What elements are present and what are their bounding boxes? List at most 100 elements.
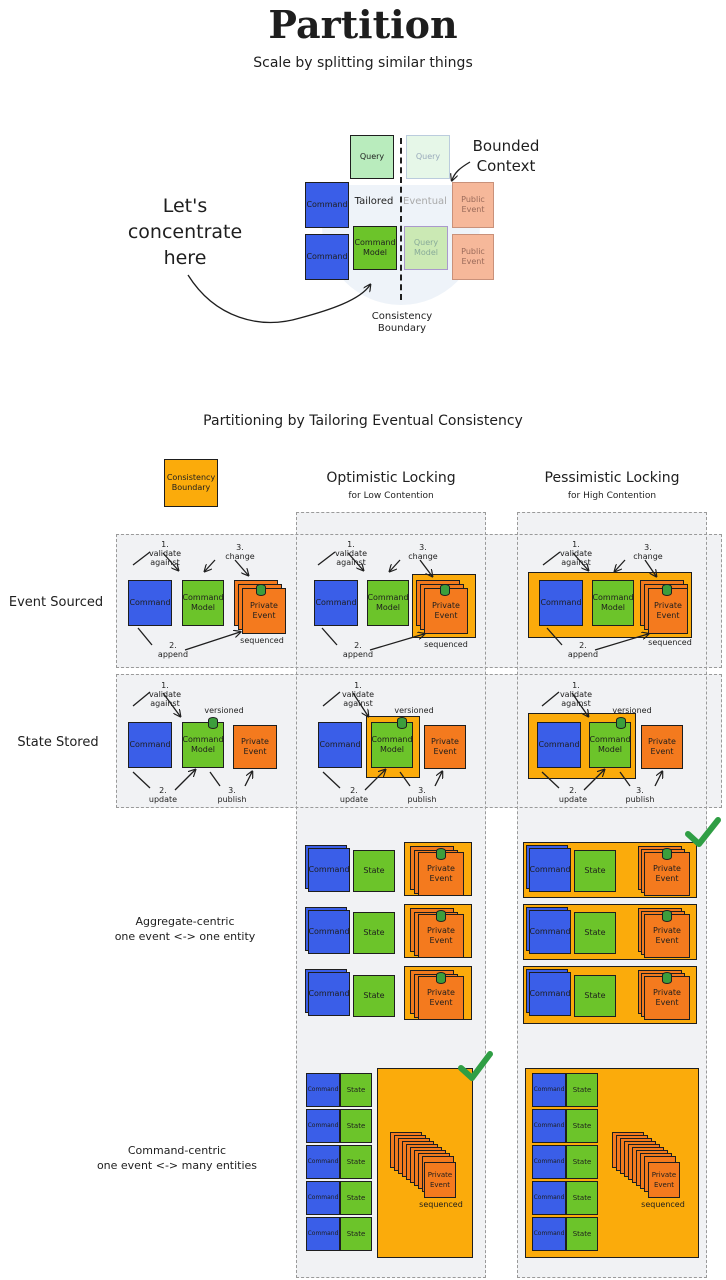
ag1-command-3: Command [308,972,350,1016]
bounded-context-label: Bounded Context [472,137,540,175]
ag1-private-event-3: Private Event [418,976,464,1020]
ag1-state-1: State [353,850,395,892]
ag1-command-2: Command [308,910,350,954]
ss3-command: Command [537,722,581,768]
cc2-command-4: Command [532,1181,566,1215]
ag2-state-1: State [574,850,616,892]
ss2-database-icon [397,717,407,729]
ss3-private-event: Private Event [641,725,683,769]
consistency-boundary-divider [400,138,402,300]
ss2-private-event: Private Event [424,725,466,769]
public-event-box: Public Event [452,182,494,228]
cc2-command-2: Command [532,1109,566,1143]
es2-append-label: 2. append [342,641,374,659]
intro-bounded-arrow [452,161,471,180]
ss1-private-event: Private Event [233,725,277,769]
ag2-state-3: State [574,975,616,1017]
ag1-state-2: State [353,912,395,954]
es1-append-label: 2. append [157,641,189,659]
page-title: Partition [268,2,458,47]
cc2-private-event: Private Event [648,1162,680,1198]
cc1-command-2: Command [306,1109,340,1143]
ag1-database-icon-1 [436,848,446,860]
ss2-versioned-label: versioned [394,706,434,715]
intro-curve-arrow [187,274,370,324]
ss1-validate-label: 1. validate against [148,681,182,708]
ag2-database-icon-1 [662,848,672,860]
es3-command: Command [539,580,583,626]
command-box: Command [305,182,349,228]
row-label-state-stored: State Stored [17,735,99,750]
command-box-2: Command [305,234,349,280]
ag2-database-icon-2 [662,910,672,922]
legend-consistency-boundary: Consistency Boundary [164,459,218,507]
optimistic-title: Optimistic Locking [326,470,456,486]
row-label-event-sourced: Event Sourced [8,595,104,610]
ag2-command-1: Command [529,848,571,892]
es1-change-label: 3. change [225,543,255,561]
es1-command-model: Command Model [182,580,224,626]
row-frame-state-stored [116,674,722,808]
ag2-command-3: Command [529,972,571,1016]
es2-change-label: 3. change [408,543,438,561]
cc1-state-2: State [340,1109,372,1143]
command-model-box: Command Model [353,226,397,270]
ss2-command-model: Command Model [371,722,413,768]
es2-command-model: Command Model [367,580,409,626]
cc1-command-5: Command [306,1217,340,1251]
cc2-state-5: State [566,1217,598,1251]
ss3-database-icon [616,717,626,729]
ag2-database-icon-3 [662,972,672,984]
es3-validate-label: 1. validate against [559,540,593,567]
ag2-state-2: State [574,912,616,954]
cc1-sequenced-label: sequenced [419,1200,463,1209]
es3-append-label: 2. append [567,641,599,659]
ag1-command-1: Command [308,848,350,892]
row-frame-event-sourced [116,534,722,668]
es3-database-icon [662,584,672,596]
es1-validate-label: 1. validate against [148,540,182,567]
page-subtitle: Scale by splitting similar things [253,55,473,71]
eventual-label: Eventual [403,196,447,207]
ss1-command: Command [128,722,172,768]
optimistic-subtitle: for Low Contention [348,491,434,501]
query-model-box: Query Model [404,226,448,270]
cc1-private-event: Private Event [424,1162,456,1198]
cc2-state-3: State [566,1145,598,1179]
cc1-command-4: Command [306,1181,340,1215]
row-label-aggregate-centric: Aggregate-centric one event <-> one enti… [114,915,256,943]
ag2-command-2: Command [529,910,571,954]
tailored-label: Tailored [354,196,394,207]
ss3-update-label: 2. update [558,786,588,804]
ss3-versioned-label: versioned [612,706,652,715]
pessimistic-subtitle: for High Contention [567,491,657,501]
check-icon-aggregate-pessimistic [685,817,721,847]
query-faded-box: Query [406,135,450,179]
ss3-validate-label: 1. validate against [559,681,593,708]
cc2-state-2: State [566,1109,598,1143]
es2-validate-label: 1. validate against [334,540,368,567]
pessimistic-title: Pessimistic Locking [544,470,680,486]
es1-database-icon [256,584,266,596]
column-pessimistic-frame [517,512,707,1278]
ss1-update-label: 2. update [148,786,178,804]
ss1-command-model: Command Model [182,722,224,768]
cc1-state-3: State [340,1145,372,1179]
column-optimistic-frame [296,512,486,1278]
ss3-command-model: Command Model [589,722,631,768]
es3-sequenced-label: sequenced [648,638,692,647]
ss3-publish-label: 3. publish [625,786,655,804]
es1-sequenced-label: sequenced [240,636,284,645]
ss1-versioned-label: versioned [204,706,244,715]
check-icon-command-optimistic [458,1051,493,1081]
row-label-command-centric: Command-centric one event <-> many entit… [96,1144,258,1172]
ss2-validate-label: 1. validate against [341,681,375,708]
cc1-command-1: Command [306,1073,340,1107]
lets-concentrate-label: Let's concentrate here [127,195,243,269]
ss1-publish-label: 3. publish [217,786,247,804]
es3-change-label: 3. change [633,543,663,561]
cc1-state-1: State [340,1073,372,1107]
ag1-database-icon-2 [436,910,446,922]
ss2-update-label: 2. update [339,786,369,804]
